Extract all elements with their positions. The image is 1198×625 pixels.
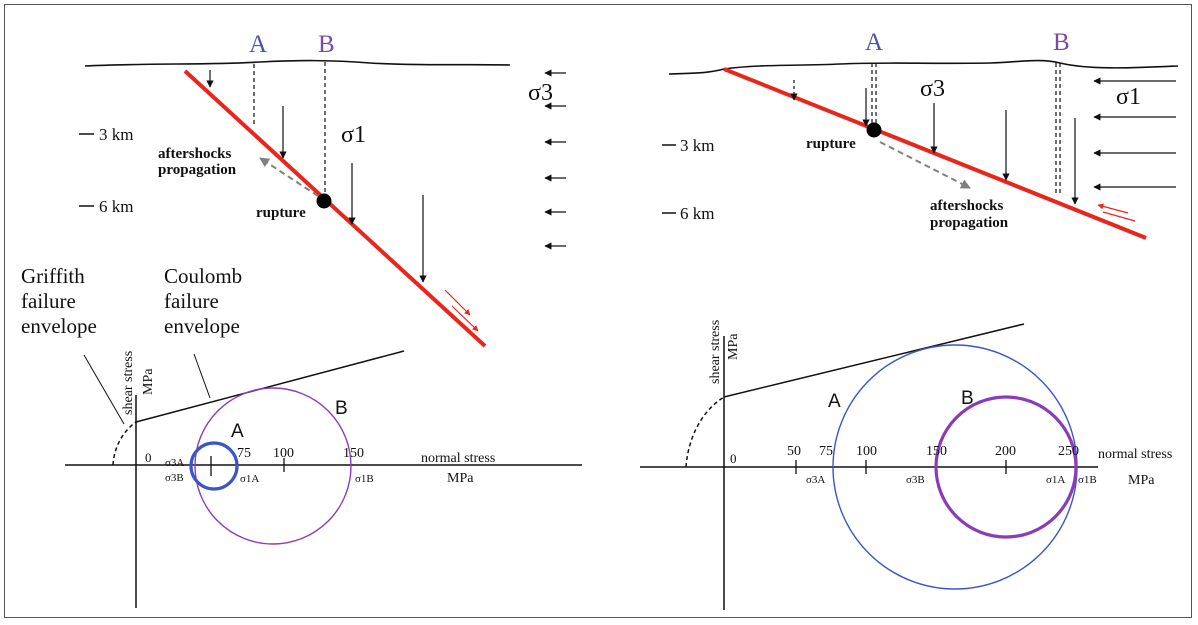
left-cross-section: A B σ1 σ3 3 km 6 km rupture [79, 31, 566, 346]
left-rupture-point [317, 194, 332, 209]
right-propagation-label-line1: aftershocks [930, 198, 1003, 214]
left-coulomb-envelope [136, 351, 404, 422]
left-mohr-tick-label: 100 [273, 446, 294, 461]
right-mohr-stress-label: σ1B [1078, 474, 1097, 486]
right-mohr-circle-b-label: B [961, 388, 974, 409]
right-mohr-y-axis-label: shear stress [708, 320, 723, 384]
right-slip-arrow-upper [1098, 205, 1128, 213]
right-ground-surface [669, 61, 1178, 74]
left-sigma1-label: σ1 [341, 122, 366, 148]
left-griffith-envelope [113, 422, 136, 465]
left-coulomb-leader [194, 354, 210, 398]
left-fault-line [185, 71, 485, 346]
left-rupture-label: rupture [256, 205, 306, 221]
right-mohr-tick-label: 100 [856, 444, 877, 459]
left-site-b-label: B [318, 31, 335, 58]
left-mohr-circle-a [191, 443, 237, 489]
left-mohr-circle-b-label: B [335, 398, 348, 419]
right-sigma3-label: σ3 [920, 76, 945, 102]
right-propagation-label-line2: propagation [930, 215, 1009, 231]
left-mohr-stress-label: σ1A [240, 473, 259, 485]
right-griffith-envelope [686, 397, 724, 467]
right-coulomb-envelope [724, 324, 1024, 397]
left-mohr-stress-label: σ1B [355, 473, 374, 485]
left-site-a-label: A [249, 31, 267, 58]
right-mohr-x-axis-label: normal stress [1098, 447, 1172, 462]
left-mohr-x-axis-unit: MPa [447, 471, 474, 486]
right-sigma1-label: σ1 [1116, 84, 1141, 110]
left-mohr-tick-label: 0 [145, 450, 152, 465]
left-mohr-stress-label: σ3B [165, 472, 184, 484]
right-mohr-stress-label: σ3A [806, 474, 825, 486]
right-depth-label-6km: 6 km [680, 204, 714, 223]
left-sigma3-label: σ3 [528, 80, 553, 106]
right-site-b-label: B [1053, 29, 1070, 56]
right-slip-arrow-lower [1103, 212, 1135, 221]
left-coulomb-label-line2: failure [164, 289, 219, 313]
right-mohr-stress-label: σ1A [1046, 474, 1065, 486]
left-mohr-circle-b [195, 388, 351, 544]
left-mohr-circle-a-label: A [231, 421, 244, 442]
left-propagation-label-line2: propagation [158, 162, 237, 178]
left-griffith-label-line2: failure [21, 289, 76, 313]
right-mohr-tick-label: 50 [787, 444, 801, 459]
left-coulomb-label-line3: envelope [164, 314, 240, 338]
right-rupture-point [867, 123, 882, 138]
left-mohr-x-axis-label: normal stress [421, 451, 495, 466]
right-mohr-circle-a-label: A [828, 391, 841, 412]
right-mohr-stress-label: σ3B [906, 474, 925, 486]
right-mohr-tick-label: 200 [995, 444, 1016, 459]
left-griffith-label-line3: envelope [21, 314, 97, 338]
right-mohr-tick-label: 0 [730, 451, 737, 466]
right-mohr-tick-label: 250 [1058, 444, 1079, 459]
right-depth-label-3km: 3 km [680, 136, 714, 155]
right-rupture-label: rupture [806, 136, 856, 152]
left-mohr-y-axis-label: shear stress [121, 351, 136, 415]
right-mohr-y-axis-unit: MPa [726, 333, 741, 360]
left-mohr-y-axis-unit: MPa [141, 368, 156, 395]
left-ground-surface [85, 61, 510, 66]
right-cross-section: A B σ3 σ1 3 km 6 km rupture aftersh [662, 29, 1178, 238]
right-mohr-x-axis-unit: MPa [1128, 473, 1155, 488]
left-mohr-stress-label: σ3A [165, 457, 184, 469]
left-propagation-label-line1: aftershocks [158, 146, 231, 162]
left-mohr-tick-label: 75 [237, 446, 251, 461]
left-coulomb-label-line1: Coulomb [164, 264, 242, 288]
left-griffith-label-line1: Griffith [21, 264, 85, 288]
right-site-a-label: A [865, 29, 883, 56]
left-griffith-leader [84, 355, 124, 424]
right-mohr-tick-label: 75 [819, 444, 833, 459]
left-depth-label-6km: 6 km [99, 197, 133, 216]
left-mohr-tick-label: 150 [343, 446, 364, 461]
left-mohr-diagram: shear stress MPa 0 75 100 150 σ3A σ3B σ1… [21, 264, 582, 608]
left-depth-label-3km: 3 km [99, 125, 133, 144]
right-mohr-diagram: shear stress MPa 0 50 75 100 150 200 250… [640, 320, 1172, 610]
right-mohr-tick-label: 150 [926, 444, 947, 459]
